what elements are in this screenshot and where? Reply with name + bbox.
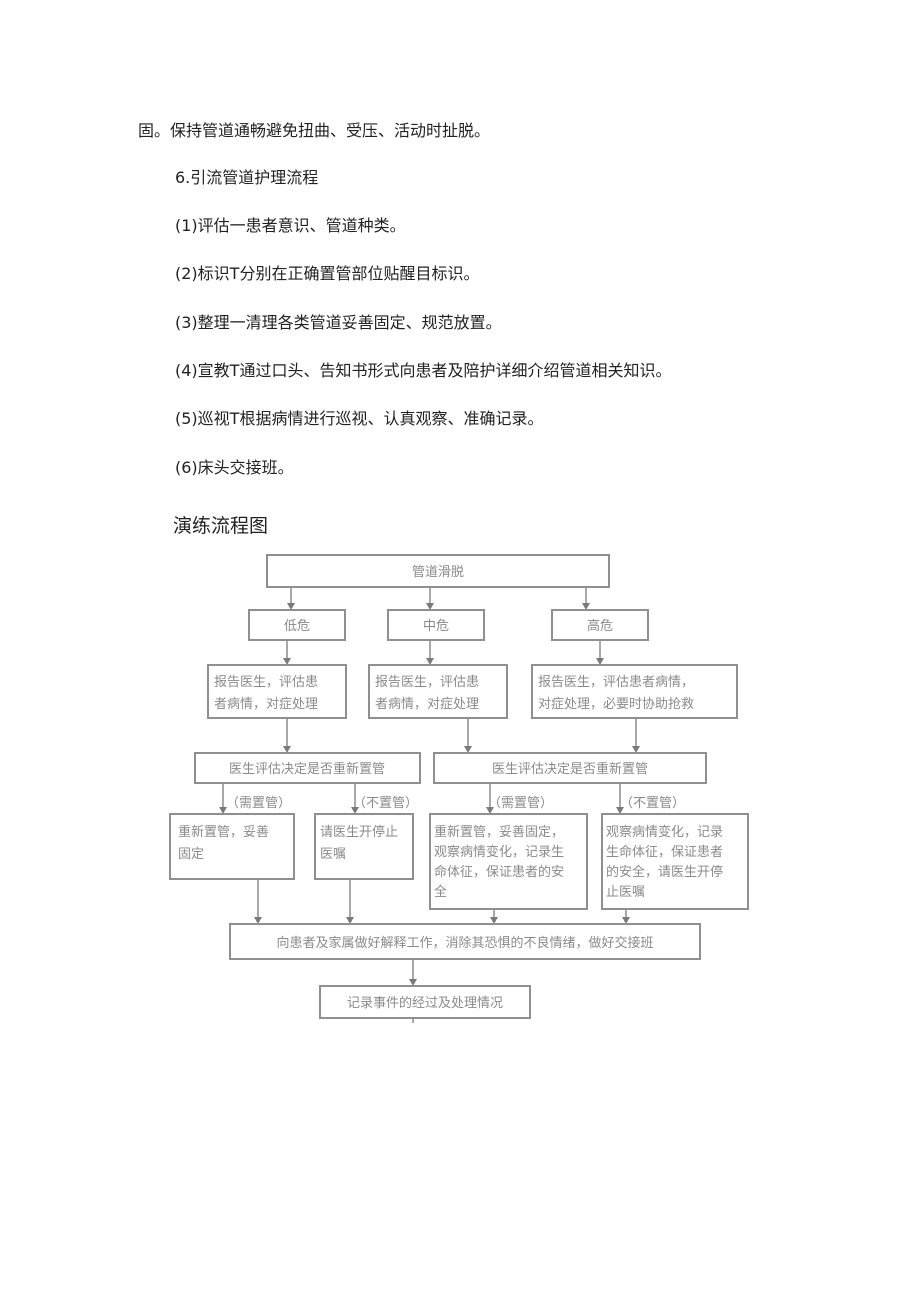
node-level-mid <box>387 609 485 641</box>
node-top-label: 管道滑脱 <box>412 565 464 580</box>
arrowhead-icon <box>490 917 498 924</box>
node-report-high <box>531 664 738 719</box>
node-action-3 <box>429 813 588 910</box>
node-level-high-label: 高危 <box>587 618 613 634</box>
node-decision-left-label: 医生评估决定是否重新置管 <box>229 761 385 777</box>
node-report-high-line1: 报告医生，评估患者病情， <box>538 675 694 690</box>
node-decision-right <box>433 752 707 784</box>
arrowhead-icon <box>426 658 434 665</box>
step-1: (1)评估一患者意识、管道种类。 <box>175 216 406 235</box>
step-5: (5)巡视T根据病情进行巡视、认真观察、准确记录。 <box>175 409 544 428</box>
node-report-low-line1: 报告医生，评估患 <box>214 675 318 690</box>
node-report-mid <box>368 664 508 719</box>
arrowhead-icon <box>632 746 640 753</box>
figure-title: 演练流程图 <box>173 515 269 537</box>
arrowhead-icon <box>426 603 434 610</box>
node-action-4 <box>601 813 749 910</box>
step-2: (2)标识T分别在正确置管部位贴醒目标识。 <box>175 264 480 283</box>
node-action-2-line1: 请医生开停止 <box>320 824 398 840</box>
flowchart: 管道滑脱 低危 中危 高危 报告医生，评估患 者病情，对症处理 报告医生，评估患… <box>169 554 749 1023</box>
arrowhead-icon <box>596 658 604 665</box>
arrowhead-icon <box>486 807 494 814</box>
node-decision-right-label: 医生评估决定是否重新置管 <box>492 761 648 777</box>
node-report-low-line2: 者病情，对症处理 <box>214 697 318 712</box>
branch-label-need-left: （需置管） <box>226 796 291 811</box>
node-report-mid-line2: 者病情，对症处理 <box>375 697 479 712</box>
node-notify-label: 向患者及家属做好解释工作，消除其恐惧的不良情绪，做好交接班 <box>276 935 653 951</box>
node-action-1 <box>169 813 295 880</box>
section-title: 6.引流管道护理流程 <box>175 168 319 187</box>
arrowhead-icon <box>219 807 227 814</box>
node-action-2 <box>314 813 414 880</box>
node-action-4-line4: 止医嘱 <box>606 885 645 900</box>
node-action-3-line1: 重新置管，妥善固定， <box>434 824 564 840</box>
node-action-4-line1: 观察病情变化，记录 <box>606 824 723 840</box>
branch-label-no-right: （不置管） <box>620 796 685 811</box>
node-record-label: 记录事件的经过及处理情况 <box>347 995 503 1011</box>
arrowhead-icon <box>616 807 624 814</box>
node-action-3-line2: 观察病情变化，记录生 <box>434 844 564 860</box>
arrowhead-icon <box>283 746 291 753</box>
node-record <box>319 985 531 1019</box>
node-action-4-line2: 生命体征，保证患者 <box>606 844 723 860</box>
branch-label-no-left: （不置管） <box>353 796 418 811</box>
arrowhead-icon <box>283 658 291 665</box>
node-action-3-line4: 全 <box>434 884 447 900</box>
node-top <box>266 554 610 588</box>
arrowhead-icon <box>622 917 630 924</box>
node-action-2-line2: 医嘱 <box>320 847 346 862</box>
node-decision-left <box>194 752 421 784</box>
arrowhead-icon <box>464 746 472 753</box>
node-action-1-line1: 重新置管，妥善 <box>178 824 269 840</box>
node-level-low <box>248 609 346 641</box>
step-3: (3)整理一清理各类管道妥善固定、规范放置。 <box>175 313 502 332</box>
step-6: (6)床头交接班。 <box>175 458 294 477</box>
arrowhead-icon <box>254 917 262 924</box>
node-level-mid-label: 中危 <box>423 619 449 634</box>
node-level-low-label: 低危 <box>284 619 310 634</box>
node-notify <box>229 923 701 960</box>
arrowhead-icon <box>346 917 354 924</box>
node-action-1-line2: 固定 <box>178 847 204 862</box>
arrowhead-icon <box>287 603 295 610</box>
arrowhead-icon <box>351 807 359 814</box>
node-report-mid-line1: 报告医生，评估患 <box>375 675 479 690</box>
flowchart-connectors <box>219 587 640 1023</box>
arrowhead-icon <box>409 979 417 986</box>
node-action-4-line3: 的安全，请医生开停 <box>606 864 723 880</box>
step-4: (4)宣教T通过口头、告知书形式向患者及陪护详细介绍管道相关知识。 <box>175 361 672 380</box>
branch-label-need-right: （需置管） <box>488 796 553 811</box>
paragraph-tail: 固。保持管道通畅避免扭曲、受压、活动时扯脱。 <box>138 121 491 140</box>
node-level-high <box>551 609 649 641</box>
node-report-low <box>207 664 347 719</box>
node-report-high-line2: 对症处理，必要时协助抢救 <box>538 696 694 712</box>
arrowhead-icon <box>582 603 590 610</box>
node-action-3-line3: 命体征，保证患者的安 <box>434 864 564 880</box>
